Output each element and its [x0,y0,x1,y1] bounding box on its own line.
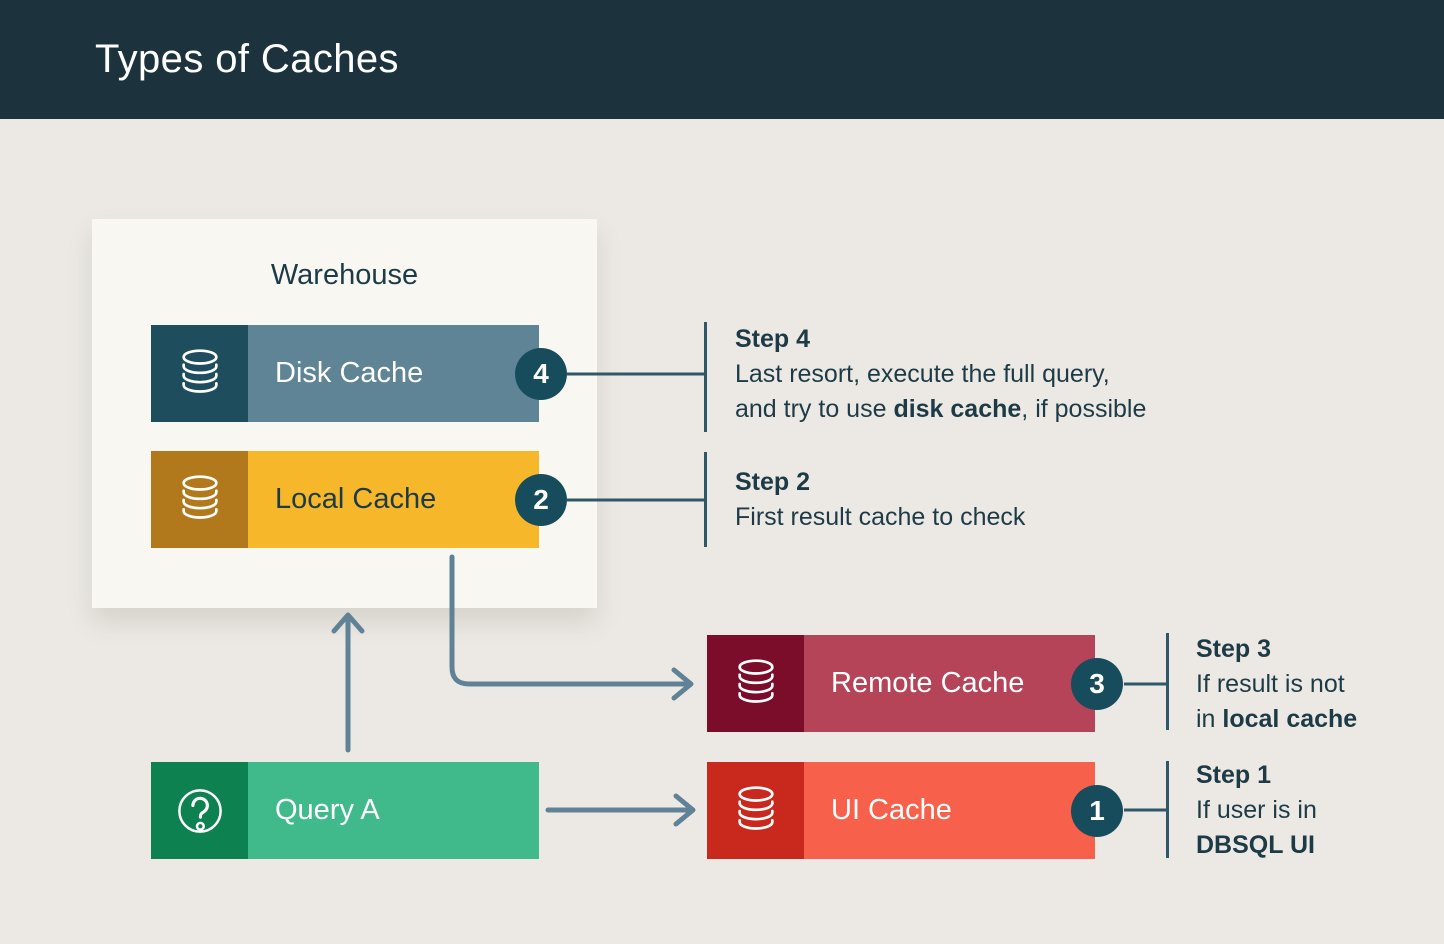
arrowhead-right-icon [671,667,694,701]
step-1-annotation: Step 1 If user is in DBSQL UI [1196,758,1317,863]
header: Types of Caches [0,0,1444,119]
node-remote-cache: Remote Cache 3 [707,635,1123,732]
step-badge-1: 1 [1071,784,1123,837]
step-text-line: If result is not [1196,670,1345,698]
step-3-annotation: Step 3 If result is not in local cache [1196,632,1357,737]
step-4-annotation: Step 4 Last resort, execute the full que… [735,322,1146,427]
arrowhead-right-icon [673,793,696,827]
step-text-line: Last resort, execute the full query, [735,360,1110,388]
node-label: Remote Cache [804,635,1095,732]
node-label: UI Cache [804,762,1095,859]
step-text-line: DBSQL UI [1196,831,1315,859]
arrowhead-up-icon [331,612,365,634]
step-text-line: and try to use disk cache, if possible [735,395,1147,423]
node-label: Local Cache [248,451,539,548]
step-title: Step 4 [735,325,811,353]
step-text-line: in local cache [1196,705,1358,733]
step-2-annotation: Step 2 First result cache to check [735,465,1025,535]
database-icon [707,762,804,859]
step-title: Step 1 [1196,761,1272,789]
step-badge-2: 2 [515,473,567,526]
step-text-line: First result cache to check [735,503,1026,531]
node-label: Disk Cache [248,325,539,422]
node-disk-cache: Disk Cache 4 [151,325,567,422]
node-label: Query A [248,762,539,859]
warehouse-label: Warehouse [270,259,419,291]
database-icon [151,325,248,422]
database-icon [151,451,248,548]
node-ui-cache: UI Cache 1 [707,762,1123,859]
step-badge-4: 4 [515,347,567,400]
step-text-line: If user is in [1196,796,1317,824]
question-mark-icon [151,762,248,859]
step-title: Step 3 [1196,635,1272,663]
step-title: Step 2 [735,468,811,496]
database-icon [707,635,804,732]
node-local-cache: Local Cache 2 [151,451,567,548]
node-query-a: Query A [151,762,539,859]
step-badge-3: 3 [1071,657,1123,710]
page-title: Types of Caches [95,37,399,81]
